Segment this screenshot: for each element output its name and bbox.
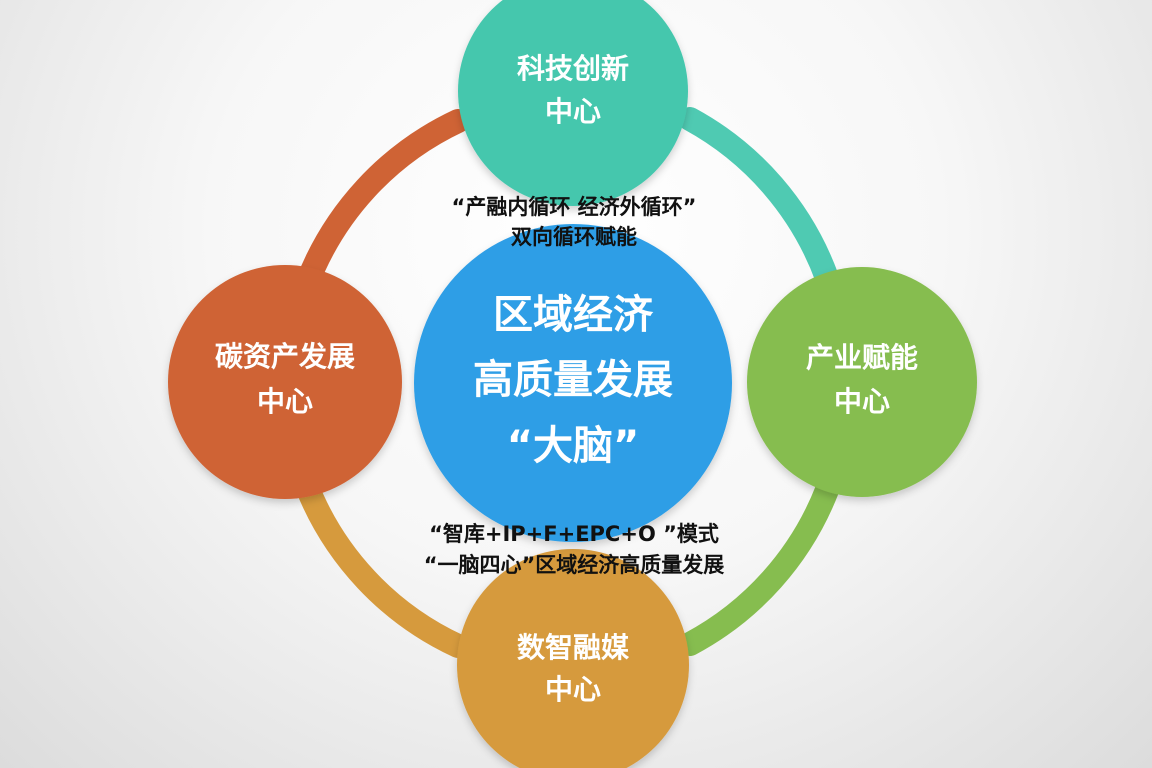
ring-arc-left-top: [294, 109, 470, 298]
top-caption-line-2: 双向循环赋能: [511, 225, 637, 249]
ring-arc-right-bottom: [678, 478, 839, 656]
center-title-line-2: 高质量发展: [473, 357, 673, 403]
ring-arc-bottom-left: [294, 472, 470, 658]
bottom-caption-line-2: “一脑四心”区域经济高质量发展: [424, 553, 725, 577]
node-industry-empowerment-center: 产业赋能 中心: [747, 267, 977, 497]
node-bottom-subtitle: 中心: [545, 673, 601, 706]
top-caption-line-1: “产融内循环 经济外循环”: [452, 195, 697, 219]
node-digital-media-center: 数智融媒 中心: [457, 549, 689, 768]
node-carbon-asset-center: 碳资产发展 中心: [168, 265, 402, 499]
center-title-line-1: 区域经济: [493, 292, 654, 338]
bottom-caption: “智库+IP+F+EPC+O ”模式 “一脑四心”区域经济高质量发展: [424, 522, 725, 577]
node-bottom-title: 数智融媒: [517, 631, 630, 664]
center-brain-node: 区域经济 高质量发展 “大脑”: [414, 224, 732, 542]
ring-arc-top-right: [678, 107, 839, 290]
node-bottom-circle: [457, 549, 689, 768]
node-right-circle: [747, 267, 977, 497]
node-left-circle: [168, 265, 402, 499]
center-circle: [414, 224, 732, 542]
node-top-title: 科技创新: [517, 52, 629, 85]
node-top-circle: [458, 0, 688, 206]
node-science-innovation-center: 科技创新 中心: [458, 0, 688, 206]
top-caption: “产融内循环 经济外循环” 双向循环赋能: [452, 195, 697, 249]
node-right-title: 产业赋能: [806, 341, 918, 374]
node-right-subtitle: 中心: [834, 385, 890, 418]
center-title-line-3: “大脑”: [507, 423, 640, 469]
node-top-subtitle: 中心: [545, 95, 601, 128]
node-left-subtitle: 中心: [257, 385, 313, 418]
bottom-caption-line-1: “智库+IP+F+EPC+O ”模式: [429, 522, 719, 546]
node-left-title: 碳资产发展: [215, 340, 355, 373]
